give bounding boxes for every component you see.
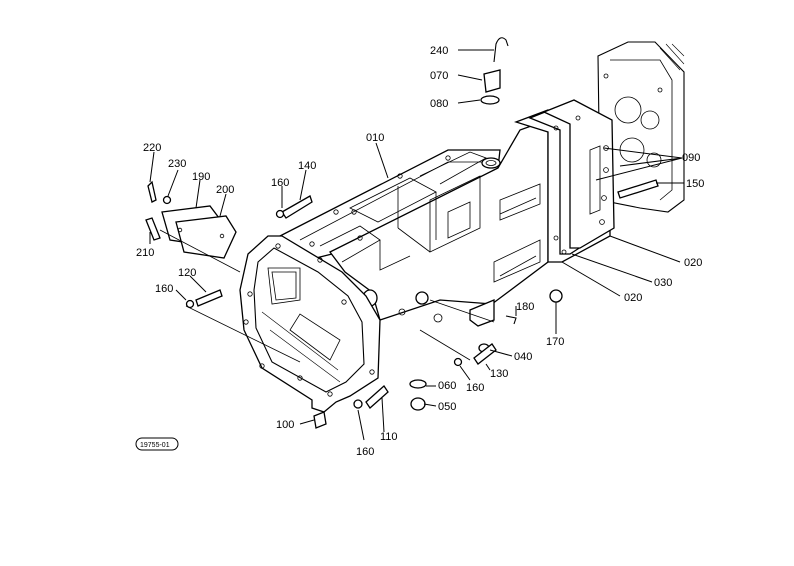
label-060: 060 bbox=[438, 380, 456, 392]
label-030: 030 bbox=[654, 277, 672, 289]
label-160-d: 160 bbox=[356, 446, 374, 458]
label-020-a: 020 bbox=[684, 257, 702, 269]
label-160-a: 160 bbox=[271, 177, 289, 189]
label-230: 230 bbox=[168, 158, 186, 170]
label-120: 120 bbox=[178, 267, 196, 279]
clutch-housing bbox=[239, 235, 381, 429]
label-240: 240 bbox=[430, 45, 448, 57]
label-160-c: 160 bbox=[466, 382, 484, 394]
label-210: 210 bbox=[136, 247, 154, 259]
label-200: 200 bbox=[216, 184, 234, 196]
label-220: 220 bbox=[143, 142, 161, 154]
rear-flanges bbox=[513, 99, 615, 263]
figure-code-text: 19755-01 bbox=[140, 442, 170, 449]
label-100: 100 bbox=[276, 419, 294, 431]
label-080: 080 bbox=[430, 98, 448, 110]
label-190: 190 bbox=[192, 171, 210, 183]
small-parts bbox=[145, 37, 659, 411]
cover-plates-190-200 bbox=[161, 205, 237, 259]
label-090: 090 bbox=[682, 152, 700, 164]
transmission-case-010 bbox=[279, 119, 549, 327]
label-180: 180 bbox=[516, 301, 534, 313]
label-110: 110 bbox=[380, 431, 398, 443]
label-040: 040 bbox=[514, 351, 532, 363]
label-020-b: 020 bbox=[624, 292, 642, 304]
label-140: 140 bbox=[298, 160, 316, 172]
figure-code: 19755-01 bbox=[135, 437, 179, 451]
leader-lines bbox=[149, 49, 684, 441]
label-160-b: 160 bbox=[155, 283, 173, 295]
label-170: 170 bbox=[546, 336, 564, 348]
label-050: 050 bbox=[438, 401, 456, 413]
label-150: 150 bbox=[686, 178, 704, 190]
part-labels: 240 070 080 010 090 150 220 230 190 200 … bbox=[136, 45, 704, 458]
label-010: 010 bbox=[366, 132, 384, 144]
label-130: 130 bbox=[490, 368, 508, 380]
label-070: 070 bbox=[430, 70, 448, 82]
